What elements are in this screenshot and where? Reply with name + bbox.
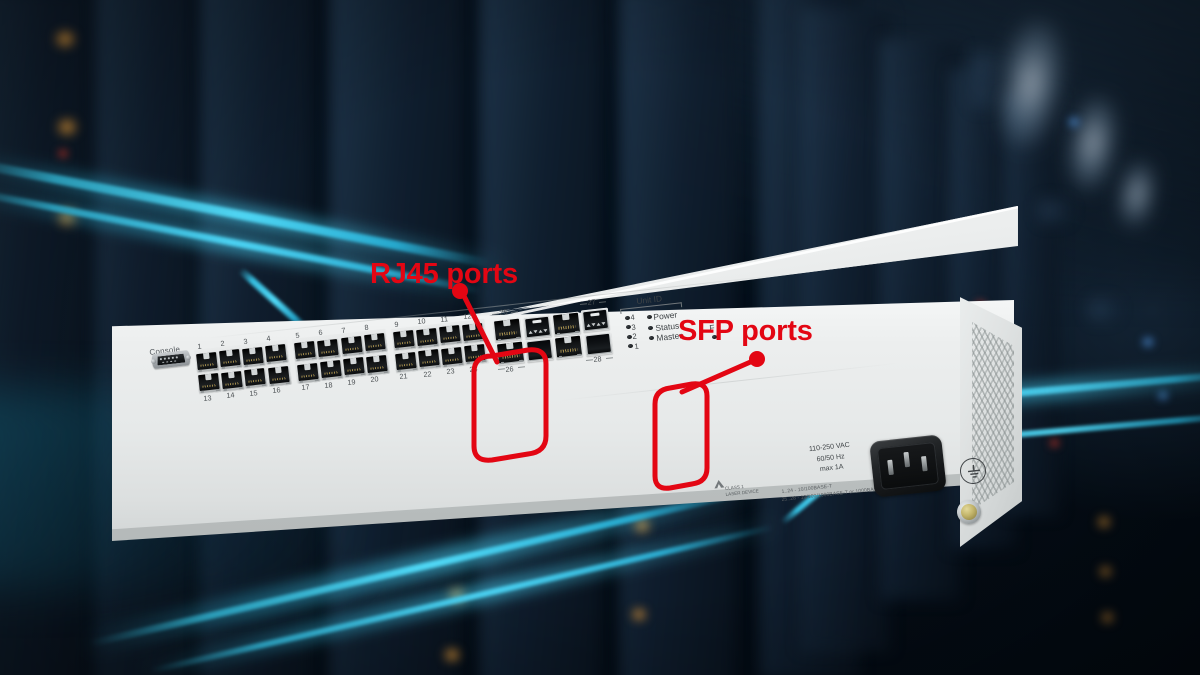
sfp-callout-circle [652,381,710,491]
rj45-annotation-label: RJ45 ports [370,258,518,290]
sfp-leader-line [679,357,758,395]
sfp-annotation-label: SFP ports [678,315,813,347]
rj45-callout-circle [471,347,549,463]
rj45-leader-line [459,289,500,365]
sfp-leader-dot [749,351,765,367]
rj45-leader-dot [452,283,468,299]
